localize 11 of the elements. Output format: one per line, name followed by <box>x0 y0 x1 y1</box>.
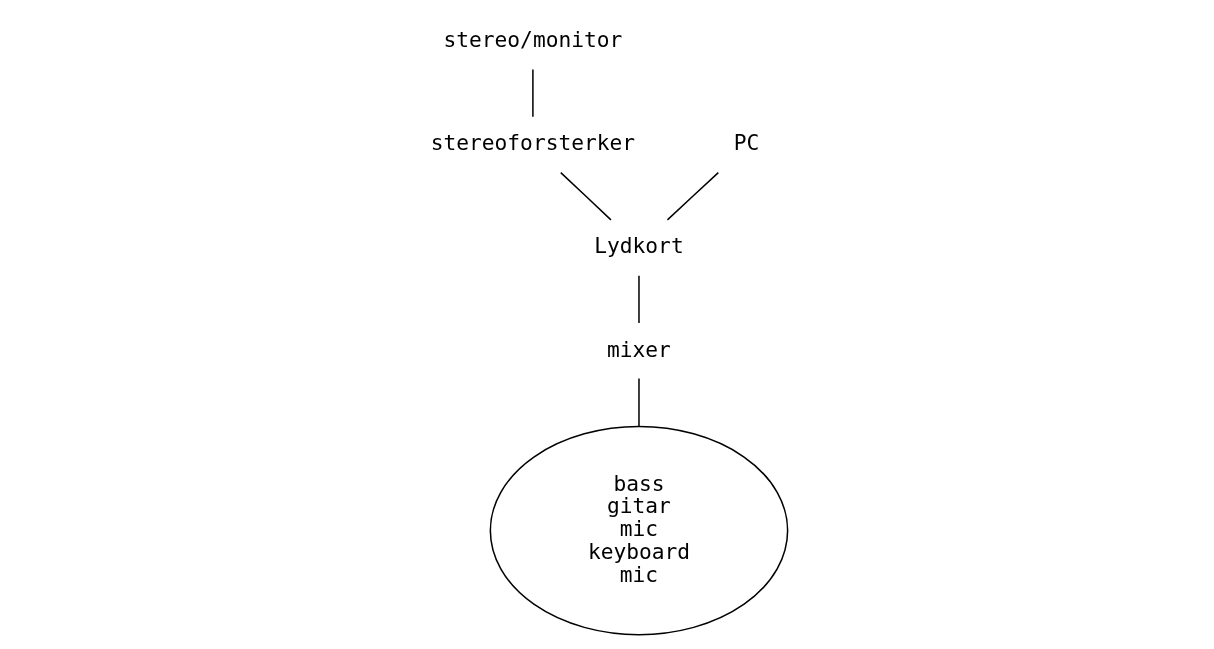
connector <box>560 171 612 221</box>
node-text: mixer <box>607 336 671 362</box>
node-text: PC <box>733 130 760 156</box>
connector <box>638 377 640 428</box>
node-text: stereo/monitor <box>443 27 623 53</box>
node-text: Lydkort <box>594 233 684 259</box>
node-text: stereoforsterker <box>430 130 636 156</box>
connector <box>638 274 640 324</box>
connector <box>666 171 720 221</box>
connector <box>532 68 534 118</box>
node-ellipse: bass gitar mic keyboard mic <box>489 425 789 636</box>
